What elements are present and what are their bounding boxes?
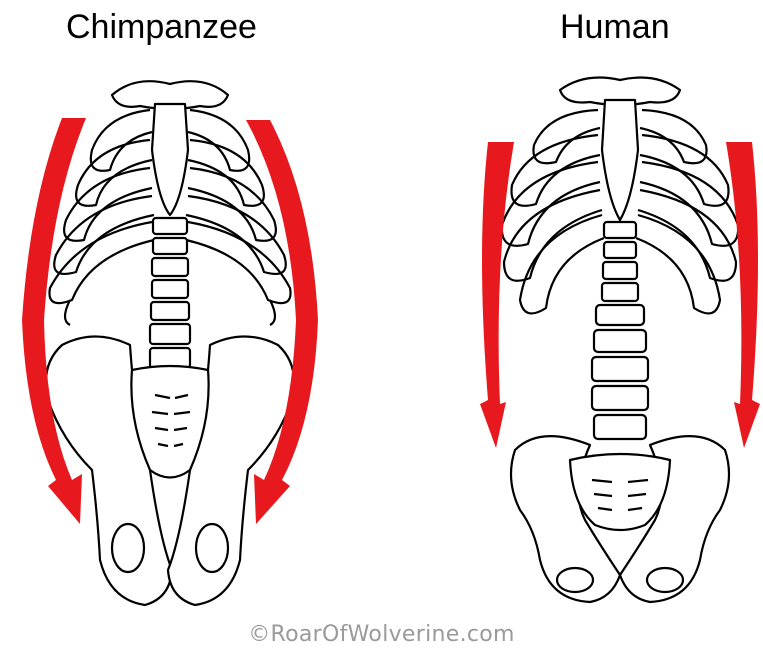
- copyright-credit: ©RoarOfWolverine.com: [0, 622, 763, 647]
- human-skeleton: [502, 78, 738, 602]
- chimp-spine: [150, 218, 190, 368]
- human-left-arrow-icon: [480, 142, 514, 448]
- chimpanzee-skeleton: [46, 81, 294, 605]
- chimp-left-arrow-icon: [22, 118, 86, 524]
- chimp-pelvis: [46, 337, 294, 606]
- human-right-arrow-icon: [726, 142, 760, 448]
- human-spine: [592, 222, 648, 439]
- human-pelvis: [511, 436, 729, 602]
- chimp-right-arrow-icon: [246, 120, 318, 524]
